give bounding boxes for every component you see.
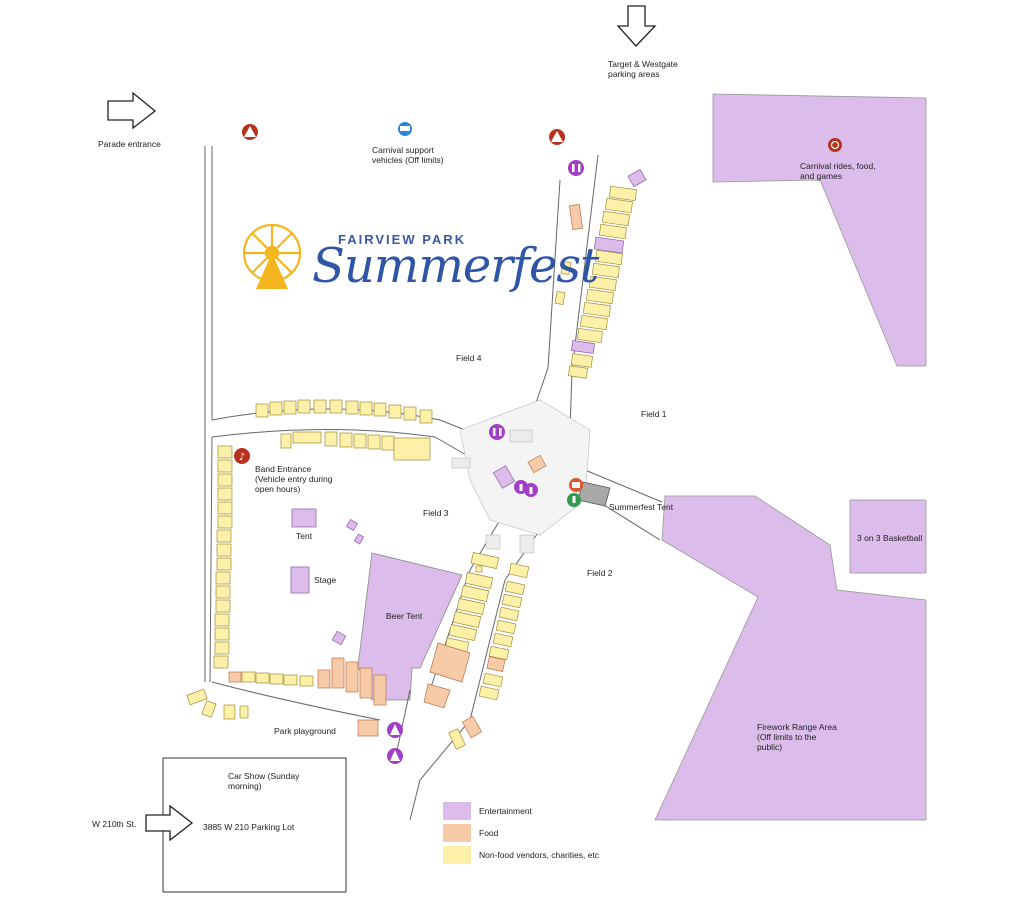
arrow-target-parking bbox=[616, 5, 657, 47]
legend-label-food: Food bbox=[479, 828, 499, 838]
label-carnival-rides: Carnival rides, food, and games bbox=[800, 161, 876, 181]
music-note-icon[interactable]: ♪ bbox=[234, 448, 250, 464]
first-aid-icon[interactable] bbox=[549, 129, 565, 145]
label-target-parking: Target & Westgate parking areas bbox=[608, 59, 678, 79]
ferris-wheel-icon[interactable] bbox=[828, 138, 842, 152]
label-w210: W 210th St. bbox=[92, 819, 137, 829]
label-parade-entrance: Parade entrance bbox=[98, 139, 161, 149]
vendor-booths[interactable] bbox=[186, 185, 637, 750]
atm-icon[interactable] bbox=[569, 478, 583, 492]
summerfest-tent[interactable] bbox=[577, 481, 611, 507]
label-park-playground: Park playground bbox=[274, 726, 336, 736]
food-booths[interactable] bbox=[228, 204, 584, 739]
legend-label-vendors: Non-food vendors, charities, etc bbox=[479, 850, 600, 860]
label-field1: Field 1 bbox=[641, 409, 667, 419]
label-band-entrance: Band Entrance (Vehicle entry during open… bbox=[255, 464, 333, 494]
map-icons: ♪ bbox=[234, 122, 842, 764]
legend-swatch-food bbox=[443, 824, 471, 842]
logo-main-text: Summerfest bbox=[312, 238, 599, 294]
logo-top-text: FAIRVIEW PARK bbox=[338, 232, 467, 247]
restroom-icon[interactable] bbox=[387, 748, 403, 764]
arrow-parade-entrance bbox=[107, 91, 157, 130]
label-tent: Tent bbox=[296, 531, 313, 541]
carnival-rides-area[interactable] bbox=[712, 93, 927, 367]
label-car-show: Car Show (Sunday morning) bbox=[228, 771, 300, 791]
restroom-icon[interactable] bbox=[387, 722, 403, 738]
basketball-court[interactable] bbox=[849, 499, 927, 574]
beer-tent[interactable] bbox=[357, 552, 463, 701]
firework-range-area[interactable] bbox=[654, 495, 927, 821]
restroom-icon[interactable] bbox=[568, 160, 584, 176]
first-aid-icon[interactable] bbox=[242, 124, 258, 140]
logo-ferris-wheel-icon bbox=[242, 223, 302, 289]
legend-swatch-entertainment bbox=[443, 802, 471, 820]
label-basketball: 3 on 3 Basketball bbox=[857, 533, 923, 543]
restroom-icon[interactable] bbox=[489, 424, 505, 440]
info-icon[interactable] bbox=[567, 493, 581, 507]
label-parking-lot: 3885 W 210 Parking Lot bbox=[203, 822, 295, 832]
entertainment-booths[interactable] bbox=[290, 168, 647, 646]
svg-text:♪: ♪ bbox=[239, 452, 245, 463]
label-field3: Field 3 bbox=[423, 508, 449, 518]
label-summerfest-tent: Summerfest Tent bbox=[609, 502, 674, 512]
arrow-w210 bbox=[145, 804, 194, 842]
label-carnival-support: Carnival support vehicles (Off limits) bbox=[372, 145, 444, 165]
legend-label-entertainment: Entertainment bbox=[479, 806, 532, 816]
arrows bbox=[107, 5, 657, 842]
info-icon[interactable] bbox=[514, 480, 538, 497]
label-beer-tent: Beer Tent bbox=[386, 611, 423, 621]
legend-swatch-vendors bbox=[443, 846, 471, 864]
no-vehicles-icon[interactable] bbox=[398, 122, 412, 136]
central-plaza bbox=[459, 399, 591, 536]
label-stage: Stage bbox=[314, 575, 337, 585]
label-firework-area: Firework Range Area (Off limits to the p… bbox=[757, 722, 837, 752]
label-field2: Field 2 bbox=[587, 568, 613, 578]
label-field4: Field 4 bbox=[456, 353, 482, 363]
